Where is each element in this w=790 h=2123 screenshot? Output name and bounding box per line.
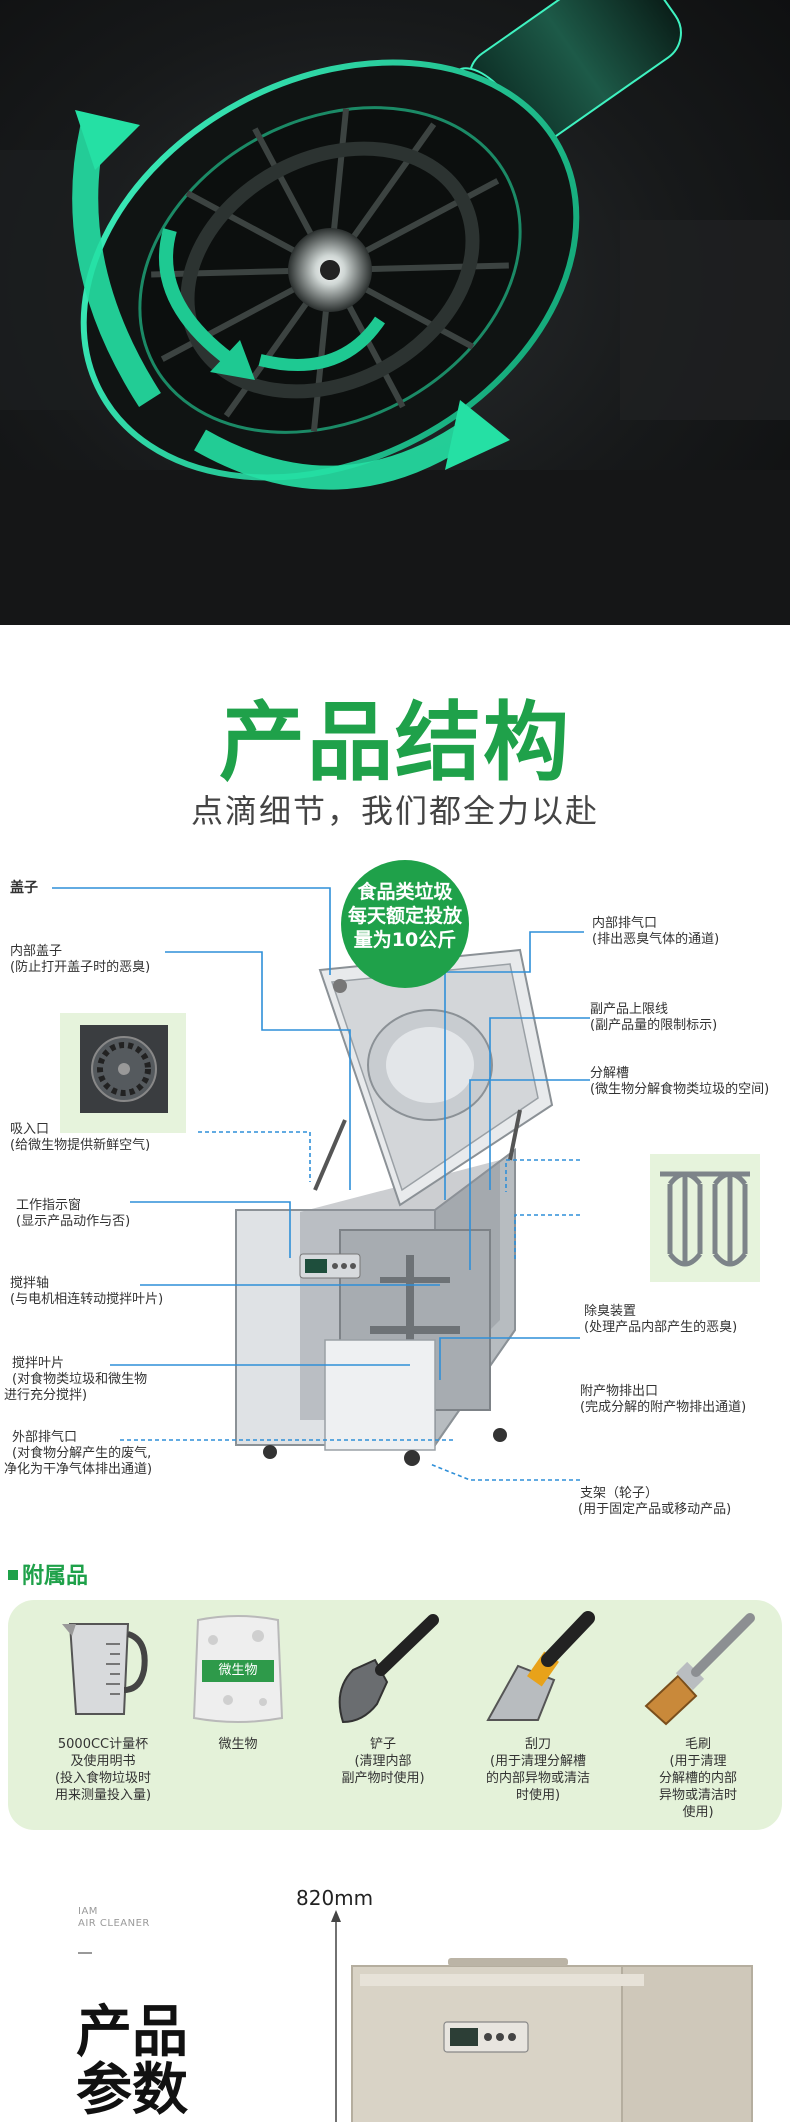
structure-title: 产品结构 — [219, 693, 571, 793]
accessories-heading-text: 附属品 — [22, 1564, 89, 1589]
accessory-desc: (清理内部 副产物时使用) — [341, 1754, 425, 1786]
label-inner-lid: 内部盖子 — [10, 944, 63, 959]
parameters-title: 产品参数 — [76, 2000, 188, 2123]
accessory-name: 铲子 — [369, 1737, 396, 1752]
intake-fan-icon — [80, 1025, 168, 1113]
measuring-cup-icon — [62, 1623, 148, 1715]
microbe-bag-icon: 微生物 — [188, 1610, 288, 1730]
microbe-bag-label: 微生物 — [202, 1660, 274, 1682]
brand-mark: IAM AIR CLEANER — [78, 1906, 150, 1930]
brush-icon — [644, 1613, 755, 1726]
height-dimension-label: 820mm — [296, 1886, 374, 1910]
structure-subtitle: 点滴细节，我们都全力以赴 — [190, 792, 599, 830]
trowel-icon — [338, 1614, 439, 1724]
accessory-desc: 及使用明书 (投入食物垃圾时 用来测量投入量) — [54, 1754, 152, 1803]
label-byproduct-limit-desc: (副产品量的限制标示) — [590, 1018, 718, 1033]
brand-divider — [78, 1952, 92, 1954]
label-tank: 分解槽 — [590, 1066, 630, 1081]
label-lid: 盖子 — [10, 880, 38, 896]
label-outer-exhaust-desc-2: 净化为干净气体排出通道) — [4, 1462, 153, 1477]
accessory-name: 5000CC计量杯 — [57, 1737, 149, 1752]
label-byproduct-limit: 副产品上限线 — [590, 1002, 669, 1017]
accessory-trowel: 铲子 (清理内部 副产物时使用) — [318, 1610, 448, 1787]
label-deodorizer-desc: (处理产品内部产生的恶臭) — [584, 1320, 738, 1335]
intake-fan-inset — [60, 1013, 186, 1133]
accessories-panel: 5000CC计量杯 及使用明书 (投入食物垃圾时 用来测量投入量) 微生物 微生… — [8, 1600, 782, 1830]
label-blade-desc-1: (对食物类垃圾和微生物 — [12, 1372, 148, 1387]
parameters-product-drawing — [331, 1910, 753, 2122]
label-stand-desc: (用于固定产品或移动产品) — [578, 1502, 732, 1517]
diagram-illustration — [52, 887, 590, 1481]
label-outer-exhaust: 外部排气口 — [12, 1430, 78, 1445]
label-indicator-desc: (显示产品动作与否) — [16, 1214, 131, 1229]
accessory-name: 微生物 — [218, 1737, 258, 1752]
fan-illustration — [0, 0, 790, 625]
label-inner-exhaust: 内部排气口 — [592, 916, 658, 931]
label-shaft: 搅拌轴 — [10, 1276, 50, 1291]
label-blade-desc-2: 进行充分搅拌) — [4, 1388, 88, 1403]
label-outlet: 附产物排出口 — [580, 1384, 659, 1399]
deodorizer-icon — [660, 1171, 750, 1267]
structure-diagram: 食品类垃圾 每天额定投放 量为10公斤 盖子 内部盖子 (防止打开盖子时的恶臭)… — [0, 860, 790, 1540]
capacity-line-1: 食品类垃圾 — [357, 881, 453, 903]
accessory-name: 刮刀 — [524, 1737, 551, 1752]
label-outer-exhaust-desc-1: (对食物分解产生的废气, — [12, 1446, 152, 1461]
brand-line-2: AIR CLEANER — [78, 1918, 150, 1929]
accessory-microbe: 微生物 微生物 — [178, 1610, 298, 1753]
label-indicator: 工作指示窗 — [16, 1198, 82, 1213]
heading-square-icon — [8, 1570, 18, 1580]
accessory-name: 毛刷 — [684, 1737, 711, 1752]
accessory-desc: (用于清理 分解槽的内部 异物或清洁时 使用) — [658, 1754, 737, 1820]
capacity-line-2: 每天额定投放 — [347, 905, 462, 927]
machine-drawing — [235, 948, 554, 1466]
deodorizer-inset — [650, 1154, 760, 1282]
label-intake-desc: (给微生物提供新鲜空气) — [10, 1138, 151, 1153]
accessory-measuring-cup: 5000CC计量杯 及使用明书 (投入食物垃圾时 用来测量投入量) — [28, 1610, 178, 1804]
capacity-bubble: 食品类垃圾 每天额定投放 量为10公斤 — [341, 860, 469, 988]
brand-line-1: IAM — [78, 1906, 98, 1917]
accessory-desc: (用于清理分解槽 的内部异物或清洁 时使用) — [485, 1754, 590, 1803]
label-deodorizer: 除臭装置 — [584, 1304, 637, 1319]
accessory-scraper: 刮刀 (用于清理分解槽 的内部异物或清洁 时使用) — [468, 1610, 608, 1804]
label-outlet-desc: (完成分解的附产物排出通道) — [580, 1400, 747, 1415]
hero-fan-image — [0, 0, 790, 625]
capacity-line-3: 量为10公斤 — [353, 929, 457, 951]
label-intake: 吸入口 — [10, 1122, 50, 1137]
label-inner-lid-desc: (防止打开盖子时的恶臭) — [10, 960, 151, 975]
label-blade: 搅拌叶片 — [12, 1356, 65, 1371]
label-stand: 支架（轮子） — [580, 1486, 659, 1501]
label-inner-exhaust-desc: (排出恶臭气体的通道) — [592, 932, 720, 947]
label-shaft-desc: (与电机相连转动搅拌叶片) — [10, 1292, 164, 1307]
label-tank-desc: (微生物分解食物类垃圾的空间) — [590, 1082, 770, 1097]
accessory-brush: 毛刷 (用于清理 分解槽的内部 异物或清洁时 使用) — [628, 1610, 768, 1821]
accessories-heading: 附属品 — [8, 1558, 88, 1590]
scraper-icon — [486, 1611, 595, 1721]
